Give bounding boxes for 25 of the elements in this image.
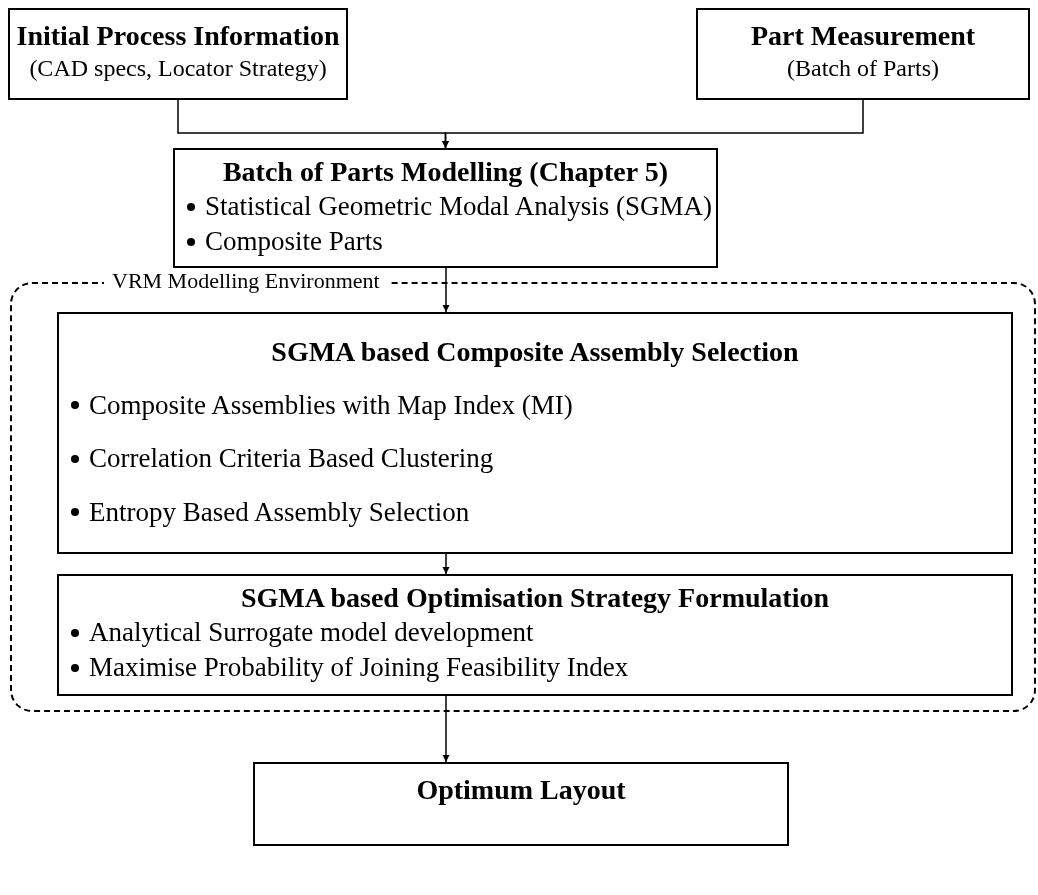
- bullet-item: Correlation Criteria Based Clustering: [89, 442, 494, 476]
- process-box: [57, 312, 1013, 554]
- box-heading: Part Measurement: [749, 19, 977, 53]
- process-box: [57, 574, 1013, 696]
- arrow: [442, 267, 450, 313]
- bullet-item: Entropy Based Assembly Selection: [89, 495, 470, 529]
- process-box: [253, 762, 789, 846]
- arrow: [442, 99, 864, 149]
- box-heading: Initial Process Information: [15, 19, 341, 53]
- box-heading: Batch of Parts Modelling (Chapter 5): [221, 155, 670, 189]
- process-box: [8, 8, 348, 100]
- arrow: [442, 553, 450, 575]
- bullet-item: Composite Parts: [205, 224, 383, 258]
- box-subtitle: (CAD specs, Locator Strategy): [28, 54, 328, 83]
- box-subtitle: (Batch of Parts): [786, 54, 940, 83]
- bullet-item: Statistical Geometric Modal Analysis (SGMA): [205, 189, 712, 223]
- bullet-item: Analytical Surrogate model development: [89, 615, 534, 649]
- process-box: [696, 8, 1030, 100]
- bullet-item: Maximise Probability of Joining Feasibility Index: [89, 650, 629, 684]
- box-heading: Optimum Layout: [415, 773, 627, 807]
- box-heading: SGMA based Optimisation Strategy Formulation: [240, 581, 830, 615]
- bullet-item: Composite Assemblies with Map Index (MI): [89, 388, 573, 422]
- process-box: [173, 148, 718, 268]
- arrow: [442, 695, 450, 763]
- box-heading: SGMA based Composite Assembly Selection: [270, 335, 800, 370]
